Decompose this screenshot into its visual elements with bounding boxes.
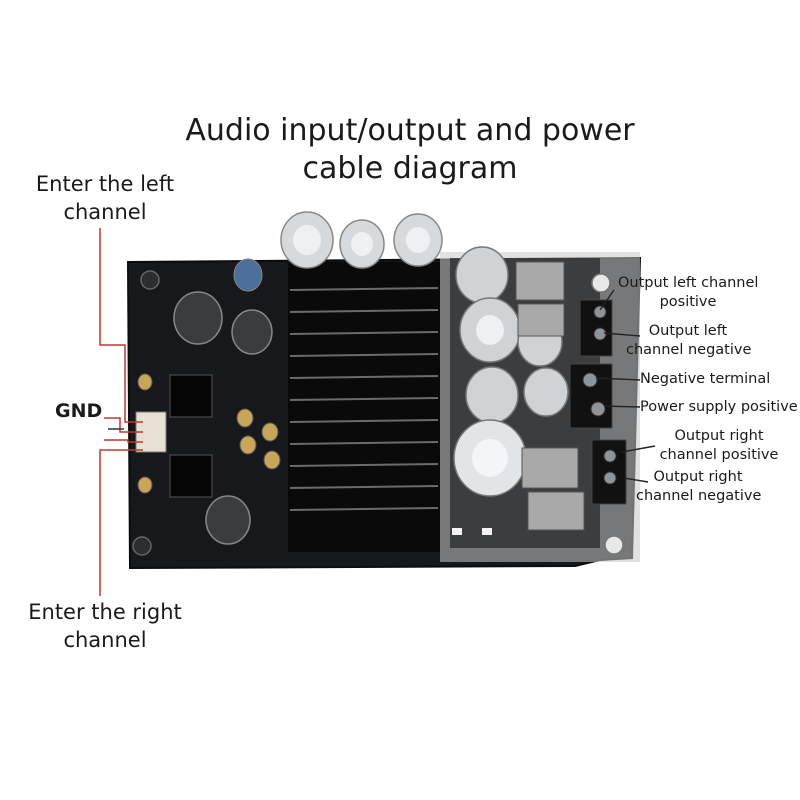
mount-hole-top-left bbox=[140, 270, 160, 290]
label-output-left-positive: Output left channel positive bbox=[618, 275, 759, 310]
arrows-right bbox=[595, 289, 656, 483]
inductors bbox=[515, 261, 585, 531]
led-indicator bbox=[482, 528, 492, 535]
diagram-title: Audio input/output and power cable diagr… bbox=[185, 113, 635, 186]
label-power-supply-positive: Power supply positive bbox=[640, 399, 798, 415]
label-output-right-positive: Output right channel positive bbox=[659, 428, 779, 463]
capacitors-top bbox=[280, 211, 443, 269]
leader-lines-left bbox=[99, 228, 143, 596]
mount-hole-bottom-left bbox=[132, 536, 152, 556]
left-side-components bbox=[137, 258, 281, 545]
mount-hole-bottom-right bbox=[604, 535, 624, 555]
mount-hole-top-right bbox=[591, 273, 611, 293]
label-output-left-negative: Output left channel negative bbox=[626, 323, 752, 358]
label-output-right-negative: Output right channel negative bbox=[636, 469, 762, 504]
label-negative-terminal: Negative terminal bbox=[640, 371, 771, 387]
heatsink-fins bbox=[289, 287, 439, 511]
led-indicator bbox=[452, 528, 462, 535]
label-enter-right-channel: Enter the right channel bbox=[28, 600, 182, 652]
terminal-screws bbox=[582, 305, 617, 485]
label-gnd: GND bbox=[55, 400, 103, 422]
label-enter-left-channel: Enter the left channel bbox=[35, 172, 175, 224]
